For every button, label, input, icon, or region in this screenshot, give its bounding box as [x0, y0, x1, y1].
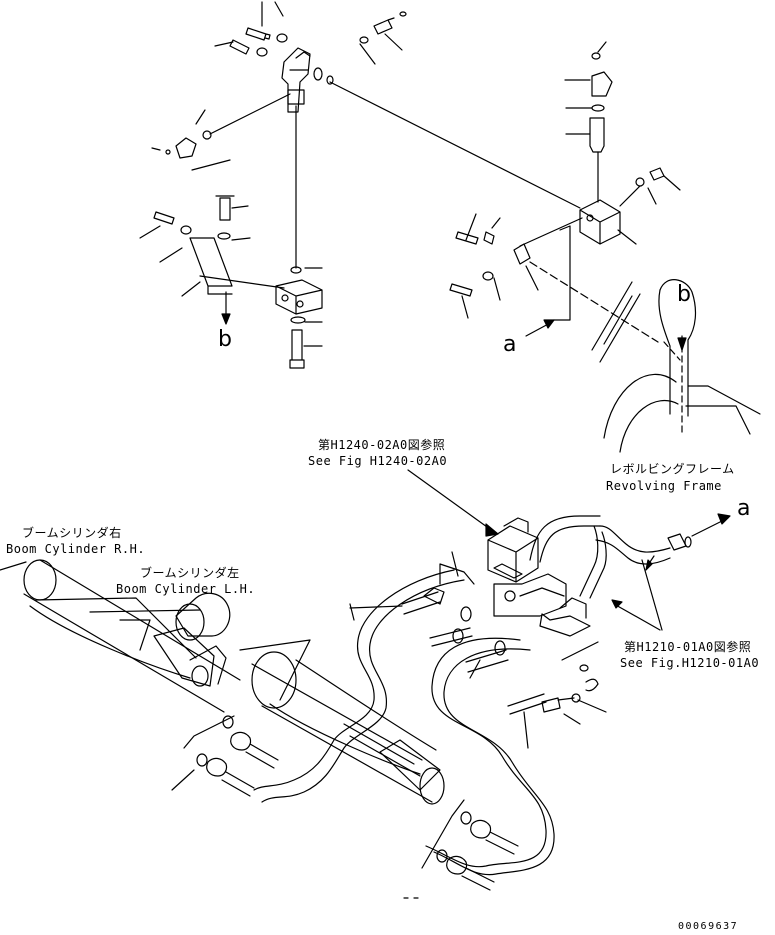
boom-cylinder-rh-jp-label: ブームシリンダ右: [22, 526, 122, 540]
right-valve-assembly: [449, 41, 681, 343]
marker-a-top: a: [503, 332, 517, 357]
revolving-frame-detail: [591, 279, 761, 453]
boom-cylinders: [0, 559, 445, 805]
marker-b-right: b: [677, 282, 691, 307]
hose-assemblies: [171, 551, 607, 899]
ref-h1210-jp-label: 第H1210-01A0図参照: [624, 640, 752, 654]
lower-valve-and-pipes: [407, 469, 731, 637]
boom-cylinder-lh-jp-label: ブームシリンダ左: [140, 566, 240, 580]
upper-left-valve-assembly: [151, 1, 581, 269]
marker-a-right: a: [737, 496, 751, 521]
left-bracket-assembly: [139, 195, 323, 369]
boom-cylinder-lh-en-label: Boom Cylinder L.H.: [116, 582, 256, 596]
ref-h1240-en-label: See Fig H1240-02A0: [308, 454, 448, 468]
ref-h1240-jp-label: 第H1240-02A0図参照: [318, 438, 446, 452]
ref-h1210-en-label: See Fig.H1210-01A0: [620, 656, 760, 670]
marker-b-left: b: [218, 327, 232, 352]
revolving-frame-jp-label: レボルビングフレーム: [610, 462, 735, 476]
revolving-frame-en-label: Revolving Frame: [606, 479, 722, 493]
drawing-number: 00069637: [678, 921, 739, 932]
boom-cylinder-rh-en-label: Boom Cylinder R.H.: [6, 542, 146, 556]
